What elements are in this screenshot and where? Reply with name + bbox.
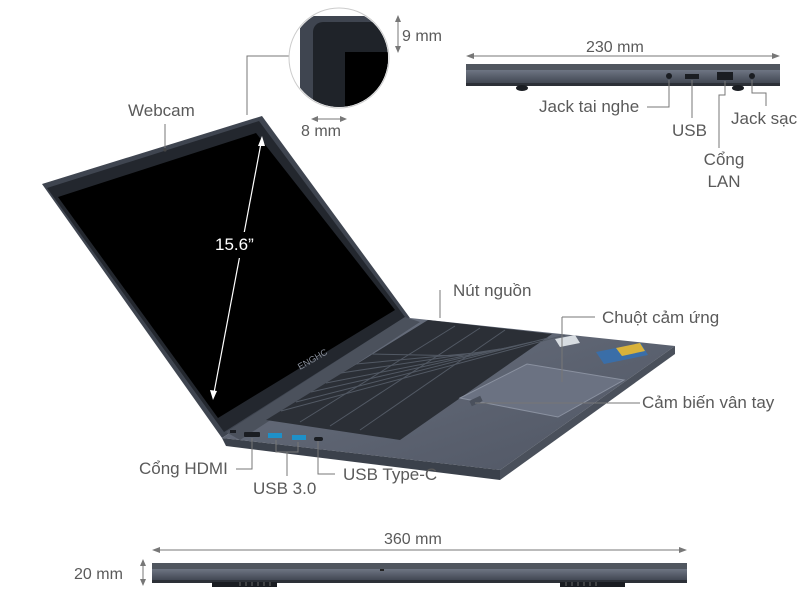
display-screen — [58, 133, 395, 418]
lan-label-line2: LAN — [707, 172, 741, 191]
usb3-label: USB 3.0 — [253, 479, 317, 498]
hdmi-label: Cổng HDMI — [139, 459, 228, 478]
callout-lines — [164, 55, 640, 476]
front-dimension-lines — [140, 547, 687, 586]
screen-size-label: 15.6” — [215, 235, 254, 254]
usbc-port — [314, 437, 323, 441]
laptop-side-view — [466, 64, 780, 91]
bezel-zoom — [288, 7, 390, 109]
usb-port-side — [685, 74, 699, 79]
fingerprint-sensor — [469, 395, 483, 407]
webcam-lens — [163, 148, 167, 152]
base-front-edge — [222, 438, 500, 480]
headphone-jack-label: Jack tai nghe — [539, 97, 640, 116]
sticker-white — [555, 335, 580, 347]
screen-size-arrow — [212, 137, 263, 399]
usb-c-label: USB Type-C — [343, 465, 438, 484]
bezel-top-label: 9 mm — [402, 28, 442, 45]
fingerprint-label: Cảm biến vân tay — [642, 393, 775, 412]
width-label: 360 mm — [384, 531, 442, 548]
hdmi-port — [244, 432, 260, 437]
hinge — [226, 317, 420, 440]
usb3-port-1 — [268, 433, 282, 438]
bezel-dimension-lines — [311, 15, 401, 122]
bezel-side-label: 8 mm — [301, 123, 341, 140]
laptop-main-view: ENGHC — [42, 116, 675, 480]
keyboard — [266, 320, 552, 440]
power-button-label: Nút nguồn — [453, 281, 532, 300]
laptop-front-view — [152, 563, 687, 587]
dc-mark — [230, 430, 236, 433]
depth-label: 230 mm — [586, 39, 644, 56]
charging-jack-port — [749, 73, 755, 79]
lan-label-line1: Cổng — [703, 150, 745, 169]
charging-jack-label: Jack sạc — [731, 109, 798, 128]
lan-port — [717, 72, 733, 80]
headphone-jack-port — [666, 73, 672, 79]
side-callouts — [466, 53, 780, 148]
touchpad — [458, 363, 626, 418]
thickness-label: 20 mm — [74, 566, 123, 583]
sticker-yellow — [616, 343, 645, 356]
key-grid — [280, 325, 566, 431]
touchpad-label: Chuột cảm ứng — [602, 308, 720, 327]
usb3-port-2 — [292, 435, 306, 440]
webcam-label: Webcam — [128, 101, 195, 120]
usb-label: USB — [672, 121, 707, 140]
base-right-edge — [500, 346, 675, 480]
